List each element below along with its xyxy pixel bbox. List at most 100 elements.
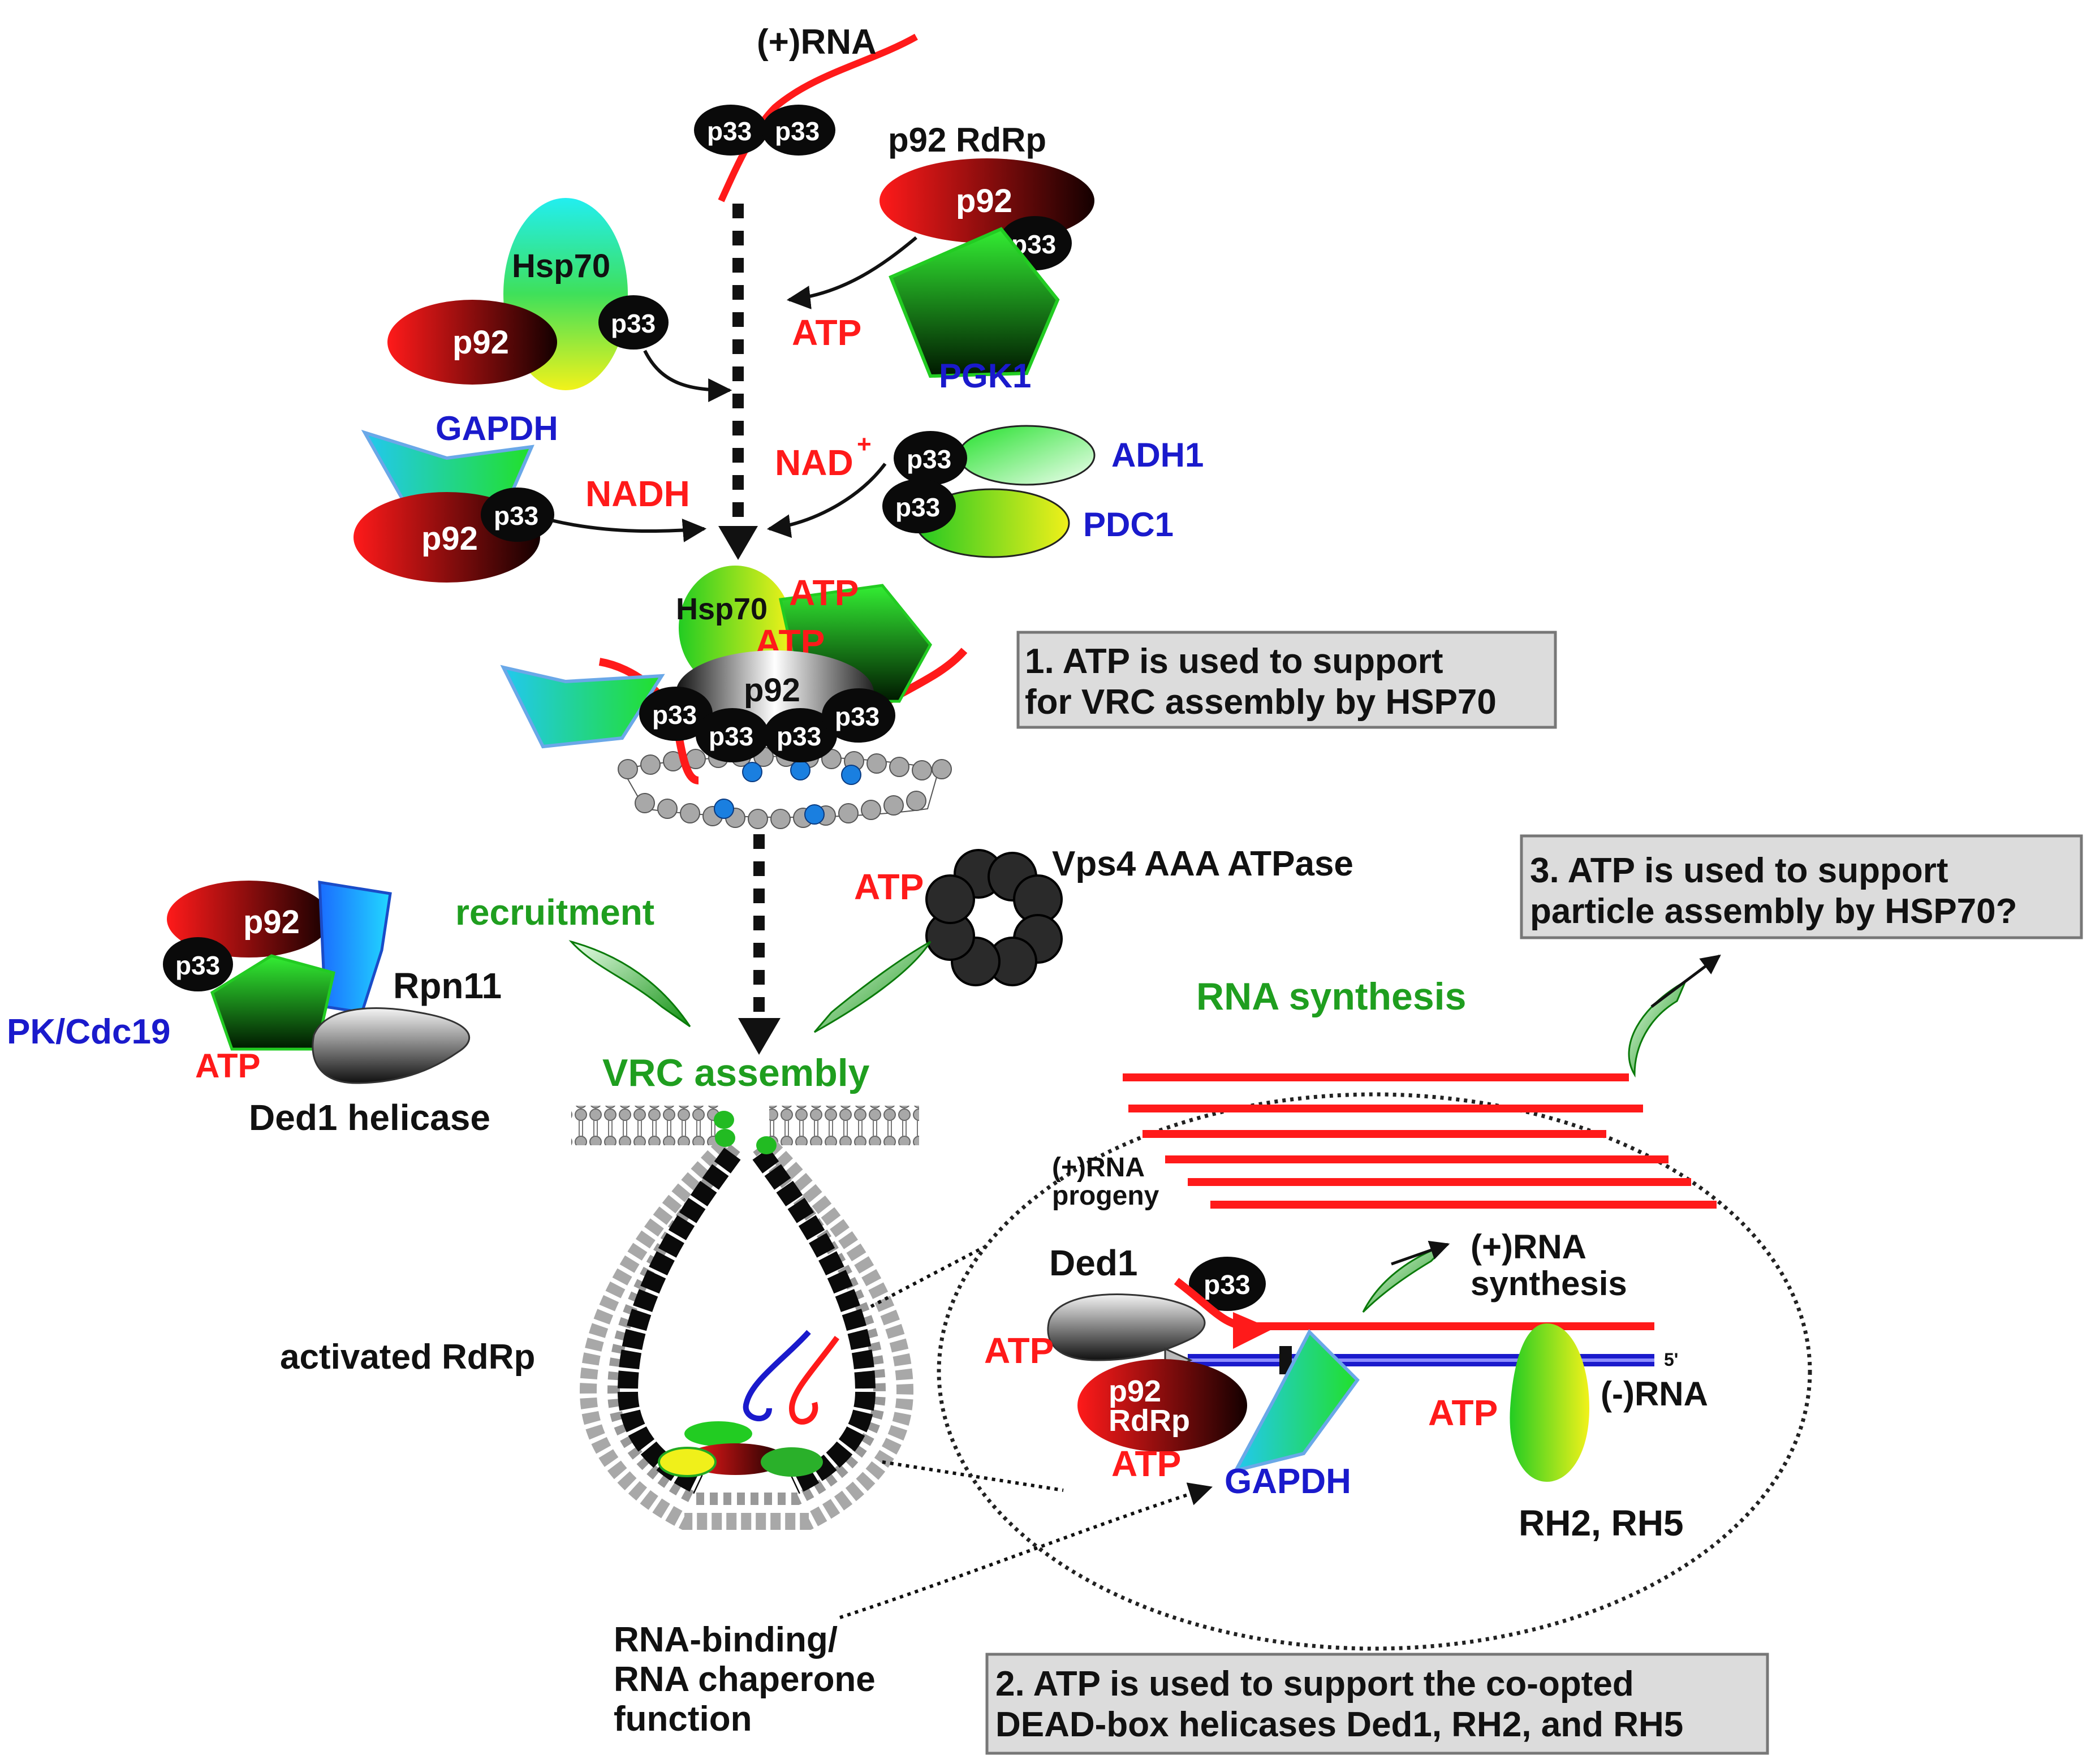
p92-shape xyxy=(387,300,557,385)
annotation-box-3: 3. ATP is used to support particle assem… xyxy=(1520,834,2083,939)
pgk1-pentagon xyxy=(889,227,1060,378)
p92-label: p92 xyxy=(421,520,478,557)
vrc-spherule xyxy=(571,1106,919,1530)
plus-rna-synthesis-line1: (+)RNA xyxy=(1471,1228,1586,1266)
adh1-label: ADH1 xyxy=(1111,436,1204,474)
atp-label-vrc-1: ATP xyxy=(789,572,859,613)
nad-superscript: + xyxy=(857,430,872,458)
pdc1-label: PDC1 xyxy=(1083,506,1174,544)
nad-arrow xyxy=(766,463,887,538)
rna-binding-line2: RNA chaperone xyxy=(614,1660,876,1699)
nadh-arrow xyxy=(551,518,707,542)
atp-label-ded1: ATP xyxy=(984,1330,1054,1371)
vrc-assembly-label: VRC assembly xyxy=(602,1051,870,1094)
p92-label: p92 xyxy=(956,183,1012,219)
assembled-vrc-complex: Hsp70 ATP ATP p92 p33 p33 p33 p33 xyxy=(500,566,968,829)
hsp70-label: Hsp70 xyxy=(512,248,610,284)
box2-line1: 2. ATP is used to support the co-opted xyxy=(995,1664,1634,1703)
p33-shape xyxy=(764,708,837,762)
p33-label: p33 xyxy=(777,722,821,751)
zoom-circle xyxy=(937,1092,1812,1651)
plus-rna-strand-top xyxy=(718,33,918,202)
p33-shape xyxy=(1189,1257,1266,1311)
minus-rna-label: (-)RNA xyxy=(1601,1375,1708,1413)
vps4-complex: Vps4 AAA ATPase ATP xyxy=(813,844,1353,1033)
p33-label: p33 xyxy=(907,445,951,474)
p33-label: p33 xyxy=(175,951,220,980)
spherule-membrane-outer xyxy=(579,1139,914,1530)
p33-label: p33 xyxy=(652,700,697,730)
atp-label-pgk1: ATP xyxy=(792,312,861,353)
p92-rdrp-shape xyxy=(1077,1359,1247,1452)
p33-shape xyxy=(822,688,895,743)
vps4-label: Vps4 AAA ATPase xyxy=(1052,844,1353,883)
gapdh-shape-zoom xyxy=(1232,1329,1360,1473)
p92-label: p92 xyxy=(243,904,300,941)
plus-rna-synthesis-arrow xyxy=(1362,1243,1449,1313)
rna-binding-line1: RNA-binding/ xyxy=(614,1620,838,1659)
membrane-patch xyxy=(618,747,952,829)
recruitment-green-arrow xyxy=(568,940,691,1028)
p33-shape xyxy=(882,479,956,533)
gapdh-p92-complex: GAPDH p92 p33 NADH xyxy=(353,409,707,583)
gapdh-label-zoom: GAPDH xyxy=(1225,1462,1351,1501)
dotted-pathway-arrowhead-lower xyxy=(738,1018,781,1055)
dotted-pathway-arrowhead-upper xyxy=(718,526,758,560)
vps4-green-arrow xyxy=(813,941,932,1033)
ded1-label: Ded1 xyxy=(1049,1243,1138,1283)
p33-label: p33 xyxy=(611,309,656,338)
atp-label-rh: ATP xyxy=(1428,1392,1498,1433)
gapdh-label: GAPDH xyxy=(436,409,558,447)
zoom-connector-upper xyxy=(870,1245,985,1308)
zoom-connector-lower xyxy=(882,1460,1064,1492)
atp-label-vps4: ATP xyxy=(854,866,924,907)
p33-shape xyxy=(481,488,554,542)
plus-rna-top-label: (+)RNA xyxy=(757,23,877,62)
hsp70-p92-complex: Hsp70 p92 p33 xyxy=(387,198,732,402)
p33-label: p33 xyxy=(835,702,879,731)
rna-binding-line3: function xyxy=(614,1700,752,1739)
left-host-factor-complex: p92 Rpn11 p33 PK/Cdc19 ATP Ded1 helicase xyxy=(7,881,502,1138)
spherule-p33-layer xyxy=(617,1148,876,1494)
spherule-rna-red xyxy=(788,1336,840,1425)
rpn11-label: Rpn11 xyxy=(393,965,502,1006)
particle-assembly-arrow xyxy=(1628,979,1688,1078)
spherule-rna-blue xyxy=(743,1330,811,1421)
plus-rna-synthesis-line2: synthesis xyxy=(1471,1265,1627,1302)
ded1-helicase-label: Ded1 helicase xyxy=(249,1097,490,1138)
spherule-top-membrane-right xyxy=(769,1106,919,1145)
adh1-shape xyxy=(958,425,1096,486)
nad-plus-label: NAD xyxy=(775,442,853,483)
atp-label-p92: ATP xyxy=(1111,1443,1181,1484)
nadh-label: NADH xyxy=(585,473,690,514)
progeny-rna-strands xyxy=(1123,1073,1717,1209)
hsp70-pathway-arrow xyxy=(643,350,732,402)
atp-arrow-pgk1 xyxy=(786,236,917,309)
p33-label: p33 xyxy=(709,722,753,751)
p33-label: p33 xyxy=(895,493,940,522)
p92-rdrp-line2: RdRp xyxy=(1109,1404,1190,1438)
activated-rdrp-label: activated RdRp xyxy=(280,1338,535,1377)
rna-synthesis-label: RNA synthesis xyxy=(1196,975,1466,1018)
p33-shape xyxy=(163,937,233,991)
p33-label: p33 xyxy=(775,117,820,146)
rh2-rh5-shape xyxy=(1510,1323,1589,1482)
box2-line2: DEAD-box helicases Ded1, RH2, and RH5 xyxy=(995,1705,1683,1744)
p33-shape xyxy=(598,295,669,350)
spherule-top-membrane-left xyxy=(571,1106,721,1145)
gapdh-shape-vrc xyxy=(500,665,665,749)
p33-shape xyxy=(639,687,713,741)
hsp70-label: Hsp70 xyxy=(676,592,768,626)
ded1-helicase-shape xyxy=(312,1007,470,1084)
progeny-label-line1: (+)RNA xyxy=(1052,1153,1145,1183)
p92-rdrp-line1: p92 xyxy=(1109,1374,1161,1408)
atp-label-pk: ATP xyxy=(195,1047,261,1085)
annotation-box-2: 2. ATP is used to support the co-opted D… xyxy=(985,1653,1769,1755)
pk-cdc19-pentagon xyxy=(210,954,335,1051)
ded1-shape xyxy=(1047,1293,1206,1361)
p33-shape xyxy=(696,708,769,762)
p33-label: p33 xyxy=(707,117,752,146)
pgk1-label: PGK1 xyxy=(939,357,1031,395)
p92-pgk1-complex: p92 RdRp p92 p33 PGK1 ATP xyxy=(786,121,1094,395)
